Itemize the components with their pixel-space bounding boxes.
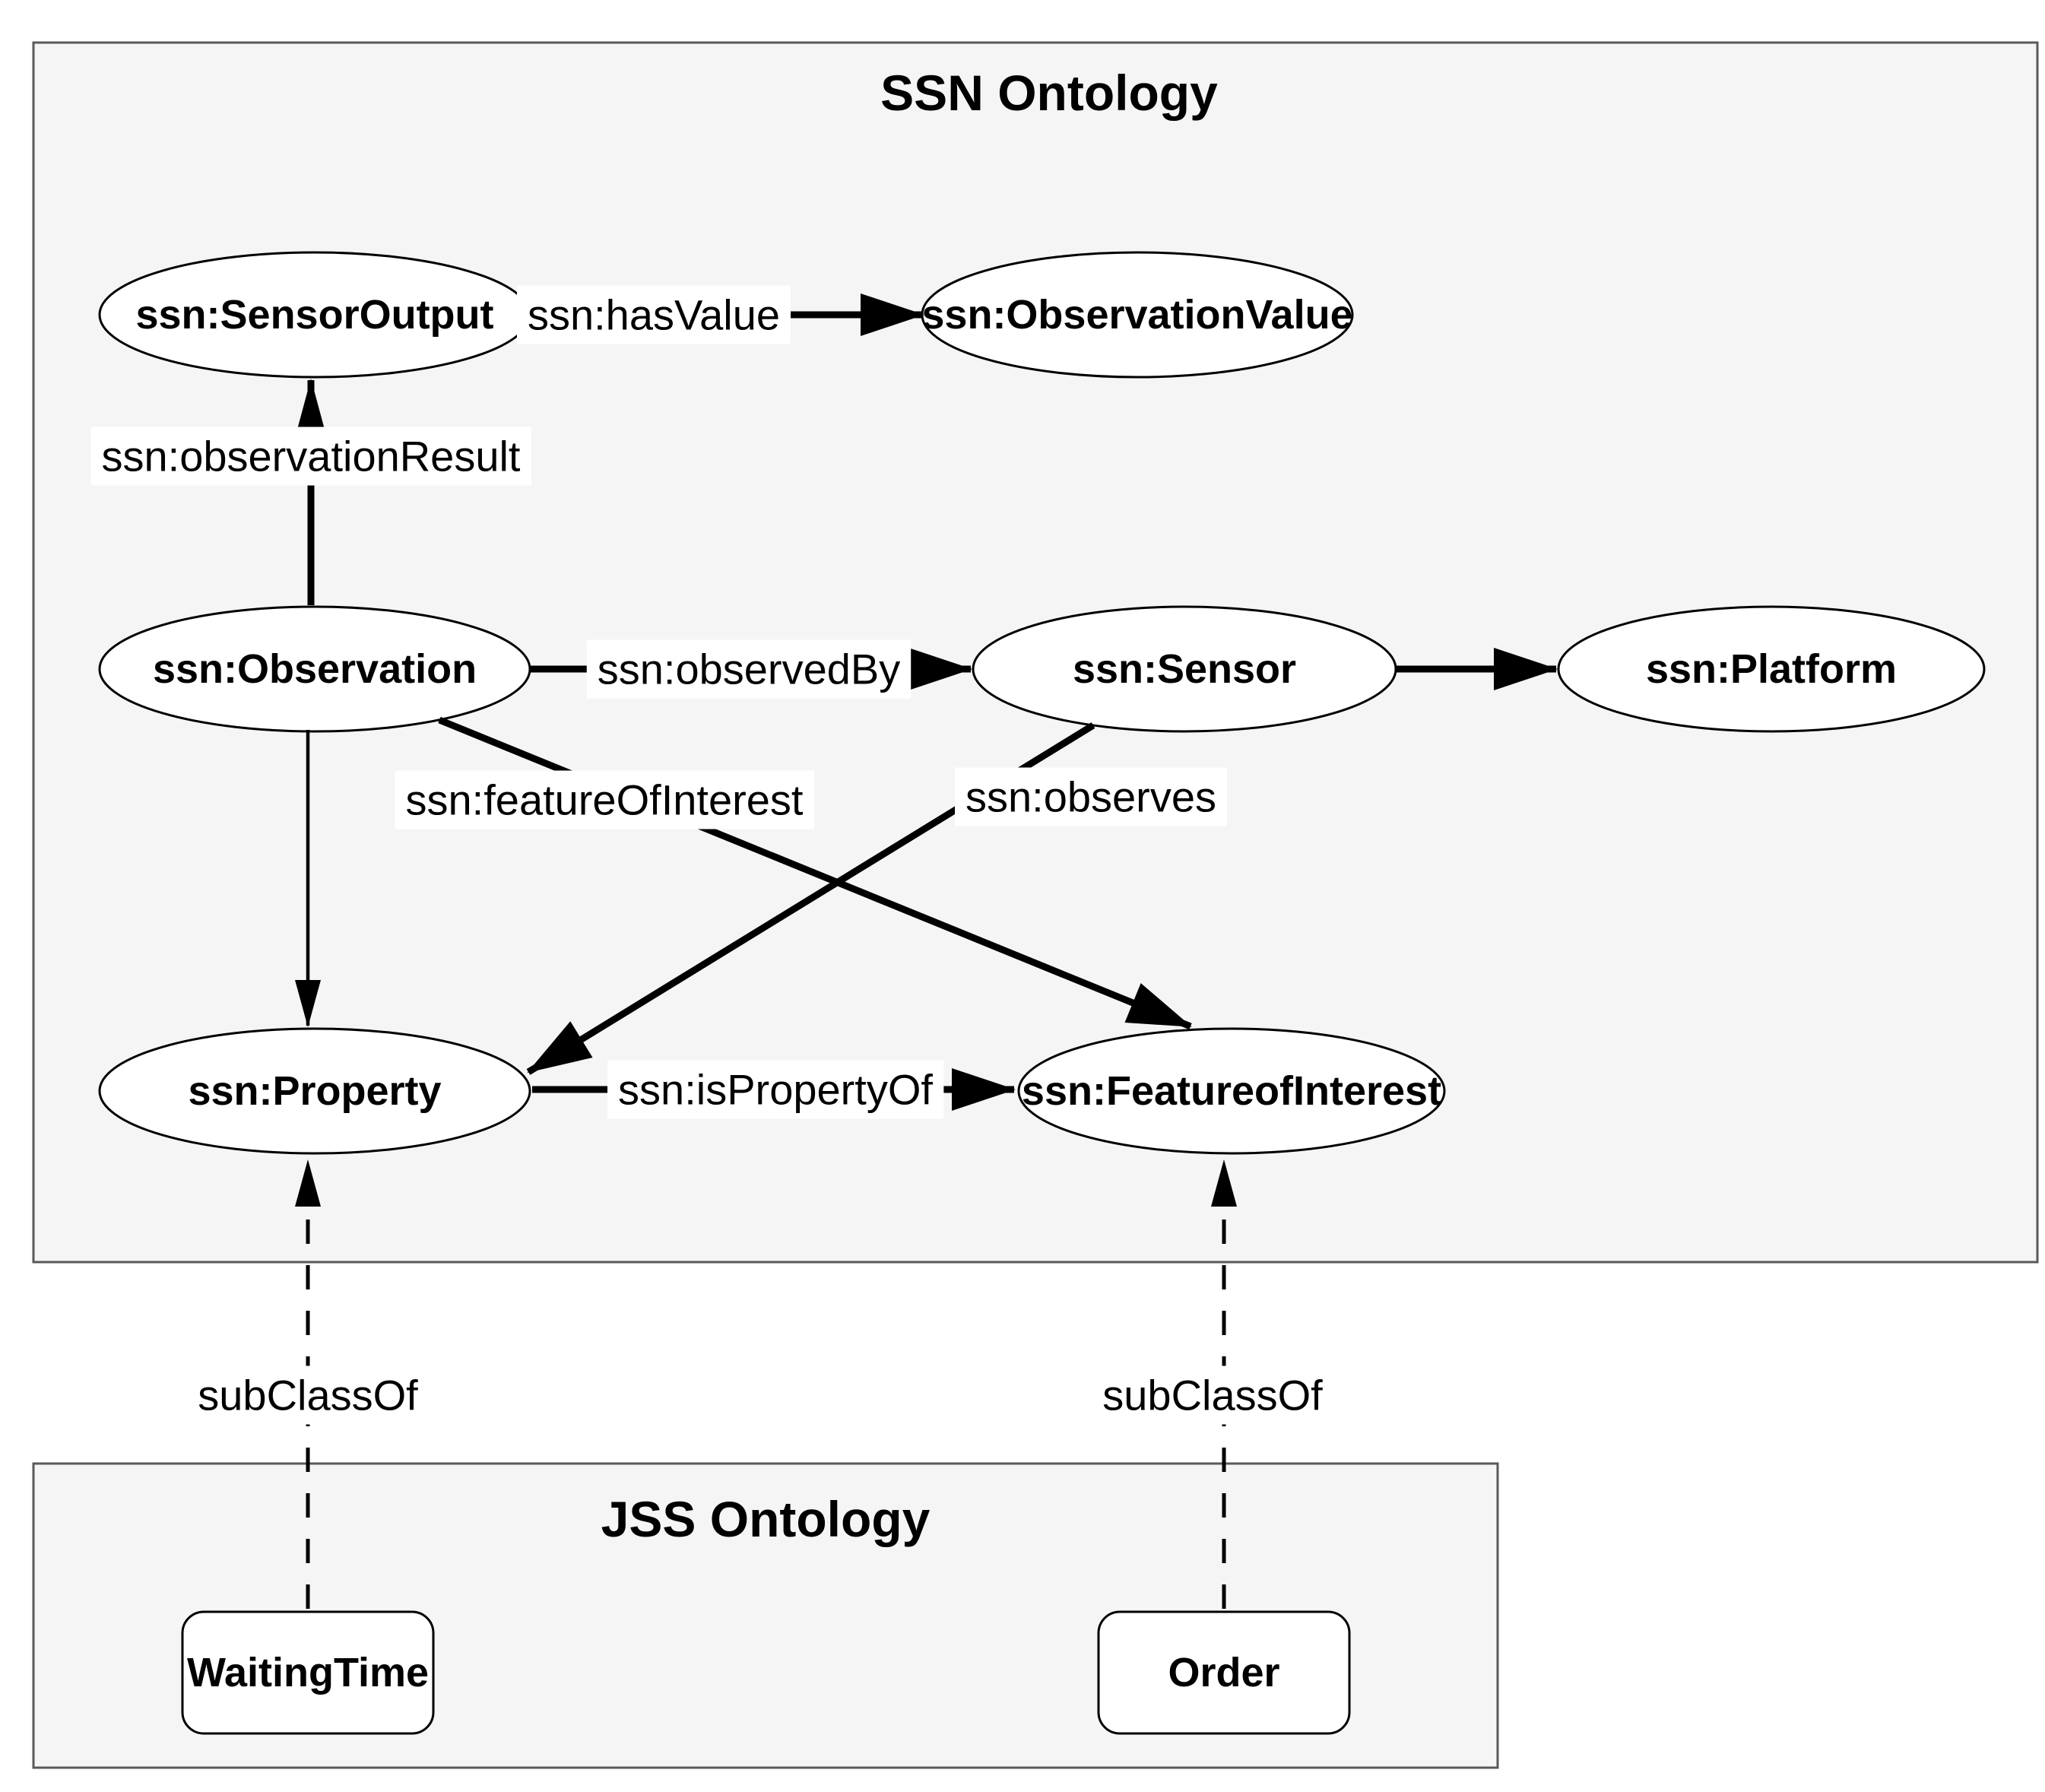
node-ssn-property (98, 1027, 531, 1155)
edge-observes-label: ssn:observes (965, 773, 1216, 821)
edge-observation-result-label-bg (90, 427, 531, 486)
node-ssn-observation-value-label: ssn:ObservationValue (921, 292, 1352, 338)
edge-labels-layer: ssn:hasValue ssn:observationResult ssn:obs… (90, 285, 1334, 1425)
edge-subclass-waiting-time-label: subClassOf (198, 1372, 418, 1419)
edge-feature-of-interest-label-bg (395, 770, 814, 829)
node-ssn-platform-label: ssn:Platform (1646, 646, 1897, 692)
node-ssn-sensor-output-label: ssn:SensorOutput (135, 292, 493, 338)
node-jss-order (1097, 1610, 1351, 1735)
edge-observation-result-label: ssn:observationResult (102, 433, 521, 481)
edge-observes-label-bg (955, 767, 1227, 826)
edge-observed-by-label: ssn:observedBy (598, 645, 900, 693)
node-ssn-property-label: ssn:Property (188, 1068, 441, 1114)
edge-subclass-waiting-time-label-bg (187, 1365, 430, 1425)
edge-has-value-label-bg (516, 285, 791, 344)
edge-observed-by-label-bg (586, 639, 912, 699)
node-jss-waiting-time (181, 1610, 435, 1735)
ssn-ontology-box-title: SSN Ontology (880, 65, 1218, 121)
edge-subclass-order-label: subClassOf (1102, 1372, 1323, 1419)
edge-feature-of-interest-label: ssn:featureOfInterest (406, 776, 804, 824)
jss-ontology-box-title: JSS Ontology (601, 1491, 931, 1547)
node-jss-waiting-time-label: WaitingTime (187, 1650, 429, 1695)
node-ssn-platform (1557, 605, 1986, 733)
edge-subclass-order-label-bg (1092, 1365, 1334, 1425)
node-ssn-feature-of-interest-label: ssn:FeatureofInterest (1022, 1068, 1441, 1114)
nodes-layer: ssn:SensorOutput ssn:ObservationValue ssn:… (98, 251, 1986, 1735)
node-ssn-feature-of-interest (1017, 1027, 1446, 1155)
edge-has-value-label: ssn:hasValue (528, 291, 780, 339)
node-jss-order-label: Order (1168, 1650, 1279, 1695)
edge-is-property-of-label: ssn:isPropertyOf (618, 1066, 933, 1114)
node-ssn-observation-label: ssn:Observation (153, 646, 477, 692)
edge-is-property-of-label-bg (607, 1060, 944, 1119)
node-ssn-sensor-label: ssn:Sensor (1073, 646, 1296, 692)
